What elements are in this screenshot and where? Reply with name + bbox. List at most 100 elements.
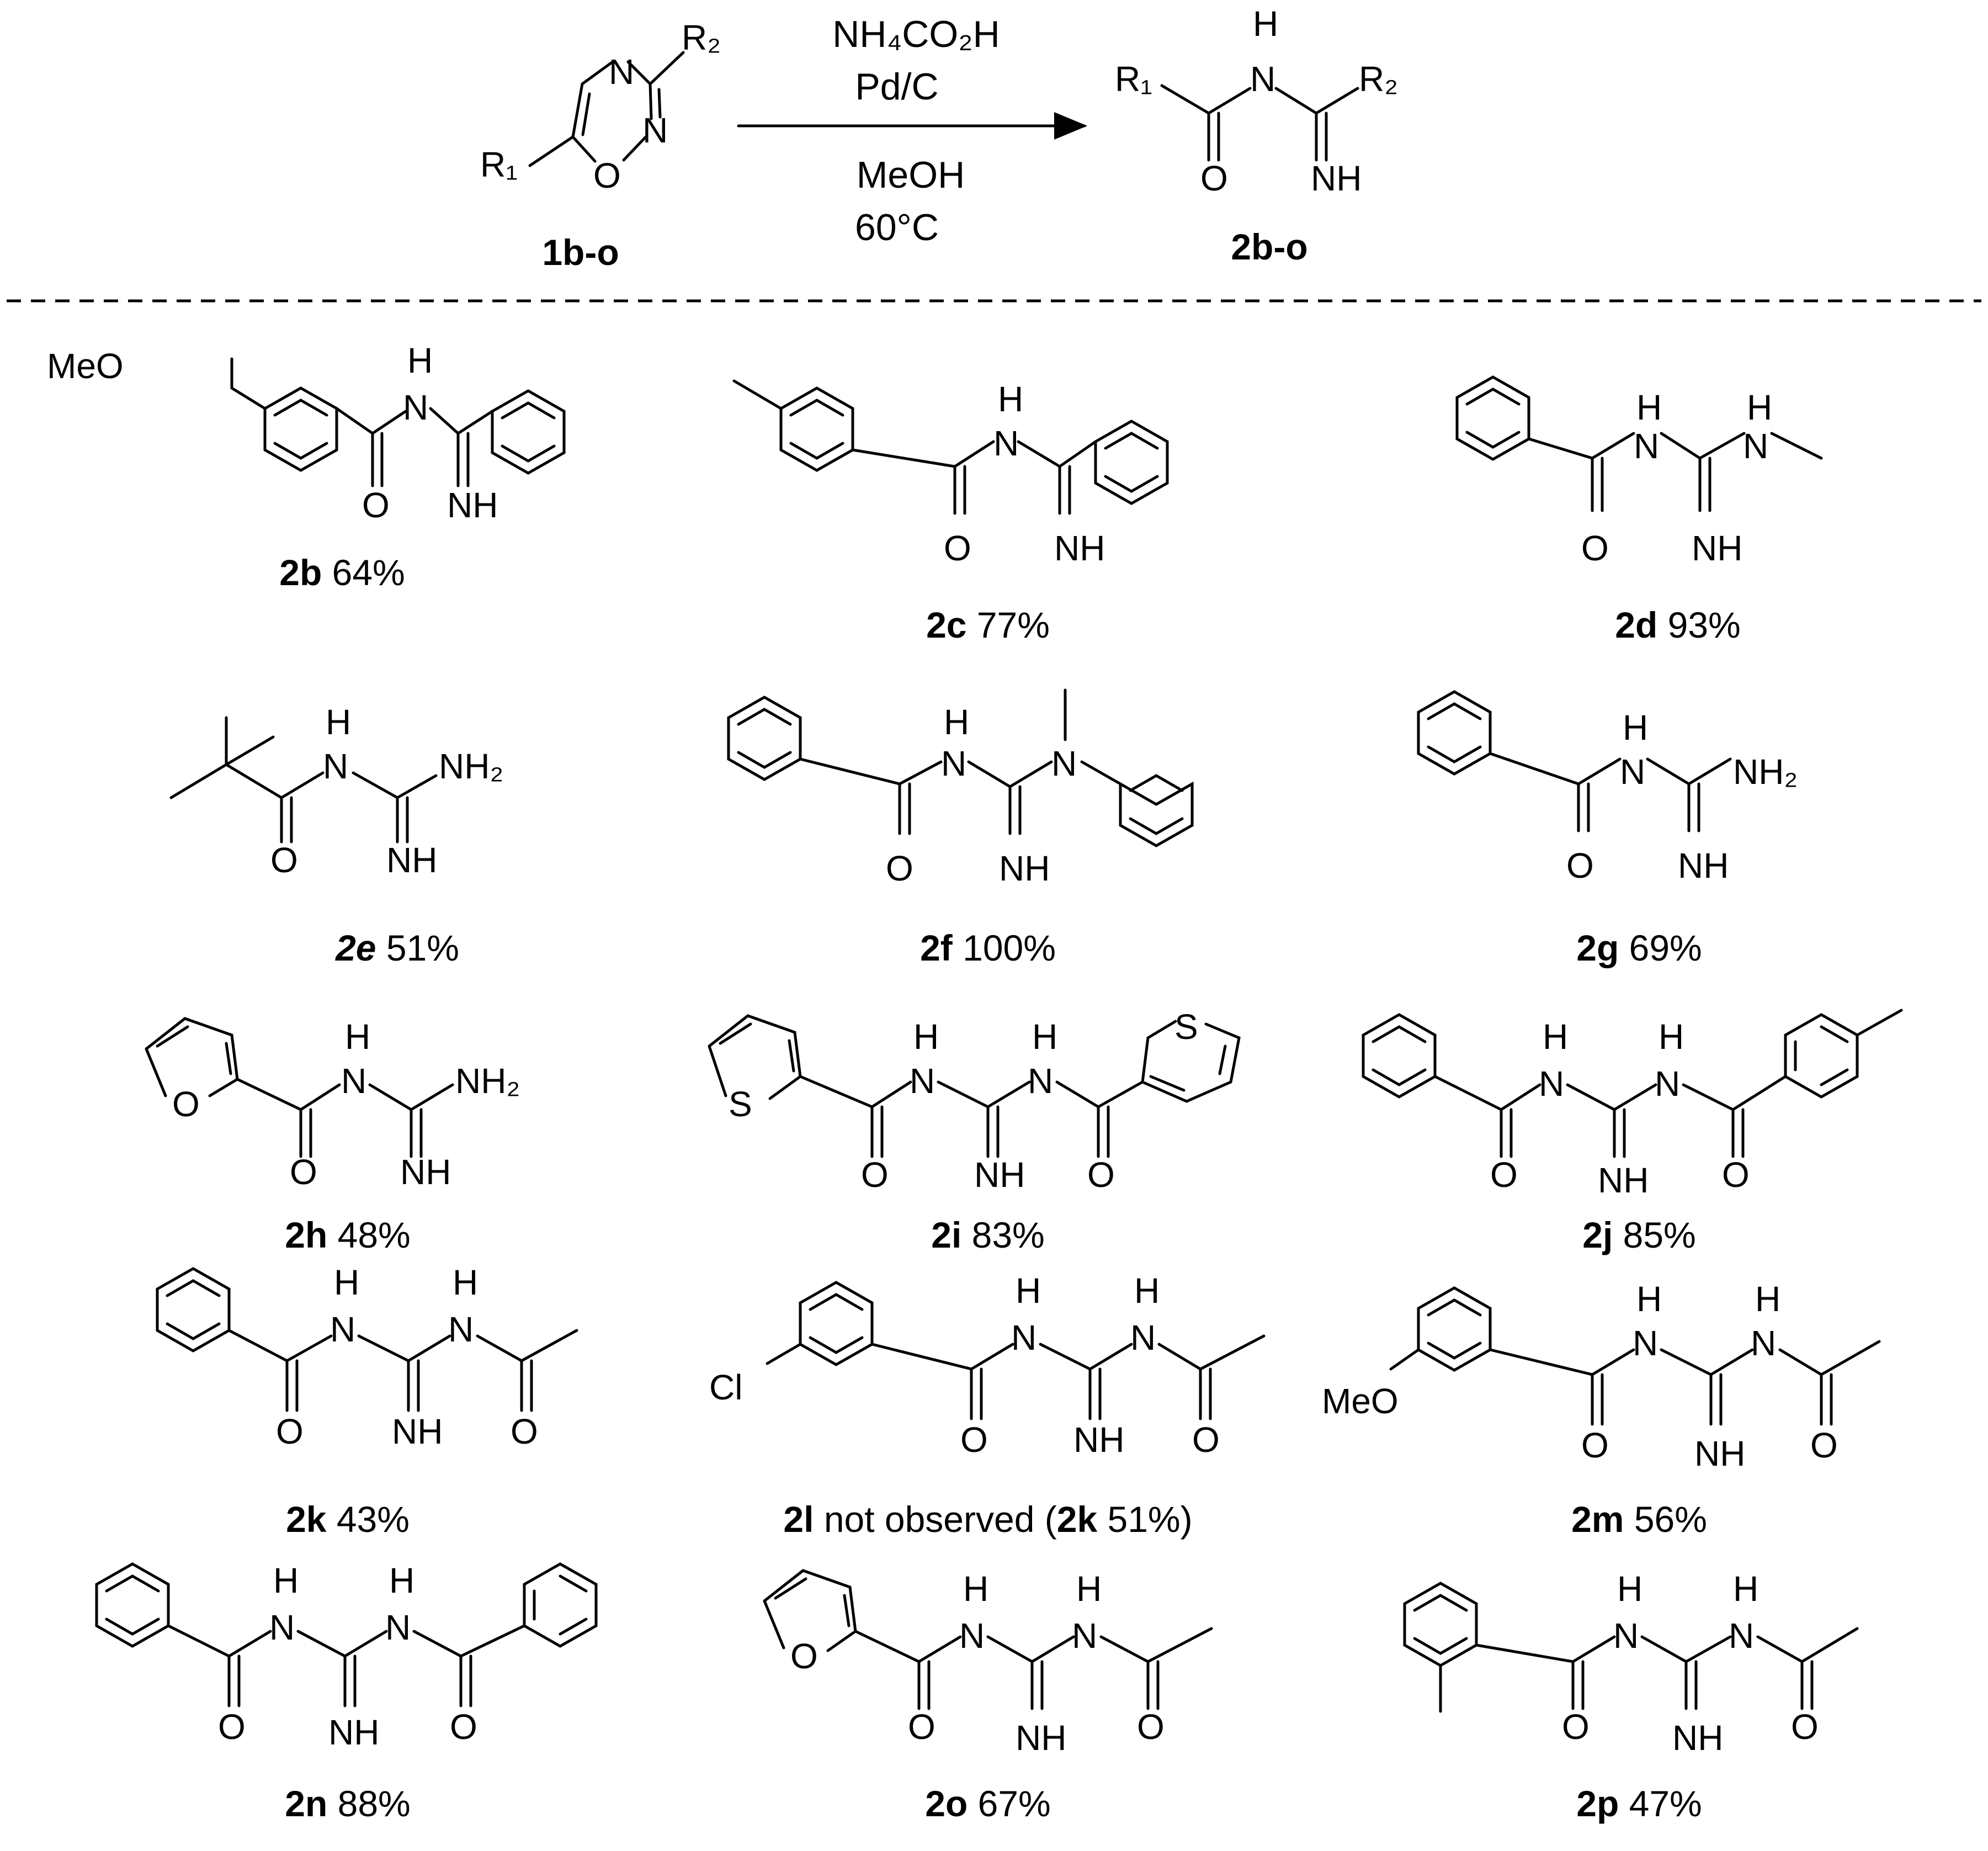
svg-text:2o 67%: 2o 67% xyxy=(925,1783,1050,1824)
compound-id: 2o xyxy=(925,1783,968,1824)
group-R2: R₂ xyxy=(682,18,721,57)
atom-NH: NH xyxy=(1016,1718,1066,1758)
atom-O: O xyxy=(1581,528,1609,568)
atom-N: N xyxy=(642,110,668,150)
atom-MeO: MeO xyxy=(1322,1381,1399,1421)
atom-H: H xyxy=(1134,1271,1160,1311)
compound-2p: H N H N O NH O 2p 47% xyxy=(1403,1569,1859,1824)
atom-H: H xyxy=(963,1569,988,1609)
svg-text:2l not observed (2k 51%): 2l not observed (2k 51%) xyxy=(783,1499,1192,1540)
atom-H: H xyxy=(998,379,1023,419)
compound-id: 2f xyxy=(920,927,953,968)
atom-H: H xyxy=(1733,1569,1758,1609)
atom-N: N xyxy=(448,1309,474,1349)
atom-H: H xyxy=(1076,1569,1102,1609)
atom-N: N xyxy=(993,423,1019,463)
compound-2m: MeO H N H N O NH O 2m 56% xyxy=(1322,1279,1881,1540)
compound-2c: H N O NH 2c 77% xyxy=(732,379,1169,645)
atom-O: O xyxy=(908,1707,935,1747)
atom-N: N xyxy=(1130,1318,1156,1357)
group-R1: R₁ xyxy=(1115,59,1152,99)
svg-text:2k 43%: 2k 43% xyxy=(286,1499,410,1540)
atom-O: O xyxy=(270,840,298,880)
svg-text:2f 100%: 2f 100% xyxy=(920,927,1056,968)
compound-yield: 93% xyxy=(1668,604,1741,645)
group-R2: R₂ xyxy=(1359,59,1398,99)
atom-N: N xyxy=(1729,1616,1754,1656)
atom-H: H xyxy=(407,341,433,380)
atom-O: O xyxy=(1192,1420,1220,1460)
atom-NH: NH xyxy=(1672,1718,1723,1758)
atom-O: O xyxy=(1087,1155,1115,1195)
atom-NH: NH xyxy=(386,840,437,880)
atom-H: H xyxy=(345,1017,370,1057)
reactant-oxadiazole: N N O R₂ R₁ 1b-o xyxy=(480,18,721,273)
compound-yield: 85% xyxy=(1623,1214,1696,1255)
condition-solvent: MeOH xyxy=(857,154,965,196)
atom-N: N xyxy=(403,388,428,427)
atom-O: O xyxy=(276,1412,304,1451)
compound-id: 2i xyxy=(931,1214,961,1255)
atom-N: N xyxy=(1743,426,1768,466)
compound-2f: H N N O NH 2f 100% xyxy=(727,688,1194,968)
atom-NH2: NH₂ xyxy=(439,746,503,786)
atom-N: N xyxy=(330,1309,355,1349)
reactant-label: 1b-o xyxy=(542,232,619,273)
atom-NH: NH xyxy=(447,485,498,525)
atom-O: O xyxy=(450,1707,477,1747)
compound-yield: 56% xyxy=(1634,1499,1707,1540)
atom-NH: NH xyxy=(974,1155,1025,1195)
atom-O: O xyxy=(1791,1707,1819,1747)
atom-O: O xyxy=(960,1420,988,1460)
atom-O: O xyxy=(511,1412,538,1451)
group-R1: R₁ xyxy=(480,145,518,184)
atom-H: H xyxy=(1543,1017,1568,1057)
atom-NH: NH xyxy=(328,1712,379,1752)
reagent-pd-c: Pd/C xyxy=(855,66,938,108)
svg-text:2g 69%: 2g 69% xyxy=(1576,927,1702,968)
atom-NH: NH xyxy=(1054,528,1105,568)
svg-text:2j 85%: 2j 85% xyxy=(1582,1214,1696,1255)
atom-H: H xyxy=(913,1017,939,1057)
compound-id: 2g xyxy=(1576,927,1619,968)
atom-O: O xyxy=(1722,1155,1750,1195)
compound-id: 2d xyxy=(1615,604,1657,645)
compound-2e: H N NH₂ O NH 2e 51% xyxy=(169,702,503,968)
atom-H: H xyxy=(1755,1279,1780,1319)
atom-H: H xyxy=(1253,4,1278,44)
atom-O: O xyxy=(1137,1707,1165,1747)
atom-NH2: NH₂ xyxy=(1733,752,1798,792)
compound-id: 2b xyxy=(279,552,322,593)
atom-H: H xyxy=(273,1561,299,1600)
svg-text:2p 47%: 2p 47% xyxy=(1576,1783,1702,1824)
atom-S: S xyxy=(729,1084,752,1124)
compound-id: 2l xyxy=(783,1499,814,1540)
atom-H: H xyxy=(1747,388,1772,427)
atom-O: O xyxy=(172,1084,200,1124)
compound-2j: H N H N O NH O 2j 85% xyxy=(1362,1009,1903,1255)
svg-text:2m 56%: 2m 56% xyxy=(1571,1499,1707,1540)
atom-N: N xyxy=(1633,1323,1658,1363)
atom-O: O xyxy=(861,1155,889,1195)
atom-Cl: Cl xyxy=(709,1367,742,1407)
compound-2k: H N H N O NH O 2k 43% xyxy=(156,1263,578,1540)
atom-H: H xyxy=(389,1561,414,1600)
compound-id: 2m xyxy=(1571,1499,1624,1540)
atom-O: O xyxy=(1810,1425,1838,1465)
atom-N: N xyxy=(1051,744,1077,783)
svg-text:2n 88%: 2n 88% xyxy=(285,1783,410,1824)
atom-NH2: NH₂ xyxy=(455,1061,520,1101)
compound-id: 2n xyxy=(285,1783,327,1824)
atom-H: H xyxy=(1636,388,1662,427)
svg-text:2e 51%: 2e 51% xyxy=(334,927,459,968)
compound-alt-id: 2k xyxy=(1057,1499,1098,1540)
atom-O: O xyxy=(1566,846,1594,885)
atom-NH: NH xyxy=(392,1412,443,1451)
compound-id: 2j xyxy=(1582,1214,1613,1255)
compound-note: not observed ( xyxy=(824,1499,1057,1540)
compound-2n: H N H N O NH O 2n 88% xyxy=(95,1561,598,1824)
compound-2h: O H N NH₂ O NH 2h 48% xyxy=(145,1017,520,1255)
svg-text:2i 83%: 2i 83% xyxy=(931,1214,1045,1255)
atom-O: O xyxy=(290,1152,317,1192)
